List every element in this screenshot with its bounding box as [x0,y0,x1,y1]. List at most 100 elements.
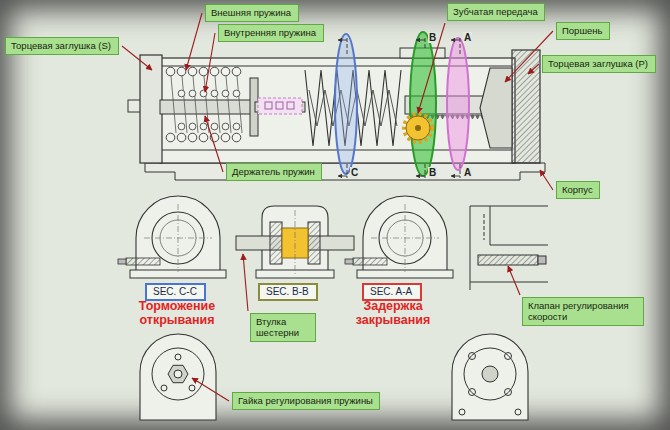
label-text: SEC. A-A [370,286,414,298]
pinion-gear [404,114,432,142]
spring-lock [276,102,283,109]
callout-label: Поршень [556,22,610,40]
leader-line [418,23,445,113]
callout-label: Торцевая заглушка (S) [5,37,119,55]
section-cut-line [416,176,425,177]
callout-label: Внутренняя пружина [218,24,324,42]
end-view [469,353,476,360]
label-text: Внутренняя пружина [224,27,318,38]
label-text: Зубчатая передача [453,6,539,17]
section-ellipse [410,32,436,176]
end-view [161,385,167,391]
end-view [174,370,182,378]
housing [140,55,162,163]
section-tag: SEC. B-B [258,283,318,301]
label-text: Внешняя пружина [211,7,293,18]
leader-line [186,13,202,70]
spring-lock [258,98,302,114]
callout-label: Гайка регулирования пружины [232,392,380,410]
inner-spring [176,88,242,99]
inner-spring [176,88,397,132]
callout-label: Клапан регулирования скорости [522,297,644,326]
end-view [505,353,512,360]
callout-label: Корпус [556,181,600,199]
section-letter: C [350,167,359,178]
end-view [452,334,528,420]
spring-holder [160,78,305,136]
callout-label: Зубчатая передача [447,3,545,21]
end-view [189,385,195,391]
leader-line [528,64,539,74]
leader-line [122,46,152,70]
inner-spring [176,121,242,132]
end-view [469,389,476,396]
end-view [140,334,216,420]
end-view [152,348,204,400]
leader-line [205,116,223,172]
callout-label: Торцевая заглушка (P) [542,55,656,73]
note-text: Задержка закрывания [341,300,445,328]
end-view [452,334,528,420]
end-view [464,348,516,400]
leader-line [243,254,248,311]
section-cut-line [451,40,460,41]
end-view [168,365,188,382]
side-view [484,214,485,240]
section-view [262,206,328,276]
section-letter: A [463,32,472,43]
end-view [505,389,512,396]
section-letter: B [428,167,437,178]
label-text: Торцевая заглушка (S) [11,40,113,51]
section-cut-line [338,38,460,178]
spring-lock [265,102,272,109]
callout-label: Внешняя пружина [205,4,299,22]
section-letter: A [463,167,472,178]
section-cut-line [451,176,460,177]
label-text: Корпус [562,184,594,195]
spring-lock [287,102,294,109]
label-text: Держатель пружин [232,166,316,177]
label-text: Поршень [562,25,604,36]
label-text: Гайка регулирования пружины [238,395,374,406]
section-ellipse [335,32,469,176]
section-view [308,222,320,264]
label-text: Клапан регулирования скорости [528,300,638,323]
callout-label: Держатель пружин [226,163,322,181]
pinion-gear [406,116,430,140]
pinion-gear [404,114,432,142]
label-text: Втулка шестерни [256,316,310,339]
section-cut-line [416,40,425,41]
section-ellipse [447,38,469,170]
label-text: SEC. C-C [153,286,198,298]
leader-line [508,266,520,295]
section-cut-line [338,176,347,177]
end-view [175,354,181,360]
section-view [270,222,282,264]
end-view [515,409,521,415]
pinion-gear [415,125,421,131]
leader-line [540,170,553,190]
section-cut-line [425,38,426,48]
housing [512,50,540,163]
label-text: Торцевая заглушка (P) [548,58,650,69]
side-view [470,206,548,290]
section-ellipse [335,34,357,174]
outer-spring [165,66,401,146]
leader-line [192,378,229,401]
spring-lock [258,98,302,114]
side-view [478,255,538,265]
label-text: SEC. B-B [266,286,310,298]
section-cut-line [338,40,347,41]
side-view [538,256,546,264]
section-tag: SEC. A-A [362,283,422,301]
callout-label: Втулка шестерни [250,313,316,342]
end-view [140,334,216,420]
outer-spring [165,66,242,77]
section-view [236,206,354,278]
end-view [459,409,465,415]
outer-spring [165,132,242,143]
section-tag: SEC. C-C [145,283,206,301]
leader-line [205,33,215,92]
end-view [482,366,498,382]
section-view [295,210,296,274]
